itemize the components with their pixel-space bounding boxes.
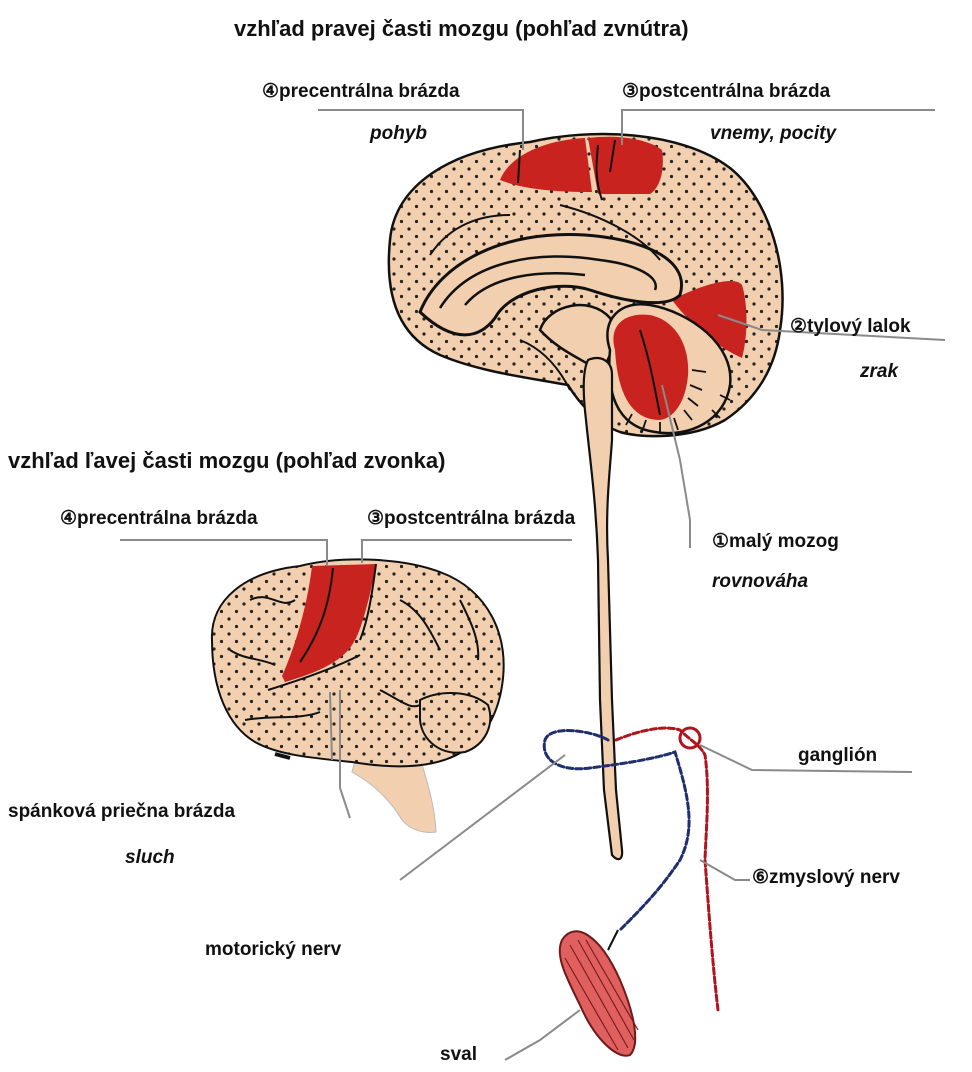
temporal-function: sluch <box>125 848 175 867</box>
muscle <box>560 930 638 1056</box>
occipital-function: zrak <box>860 362 898 381</box>
muscle-label: sval <box>440 1045 477 1064</box>
left-brain-lateral <box>212 559 504 832</box>
right-postcentral-area <box>588 137 663 194</box>
left-precentral-label: ④precentrálna brázda <box>60 509 258 528</box>
left-postcentral-label: ③postcentrálna brázda <box>367 509 575 528</box>
sensory-nerve-label: ⑥zmyslový nerv <box>752 868 900 887</box>
temporal-label: spánková priečna brázda <box>8 802 235 821</box>
right-precentral-function: pohyb <box>370 124 427 143</box>
occipital-label: ②tylový lalok <box>790 317 911 336</box>
cerebellum-function: rovnováha <box>712 572 808 591</box>
right-postcentral-label: ③postcentrálna brázda <box>622 82 830 101</box>
title-left-brain: vzhľad ľavej časti mozgu (pohľad zvonka) <box>8 450 445 472</box>
right-precentral-label: ④precentrálna brázda <box>262 82 460 101</box>
title-right-brain: vzhľad pravej časti mozgu (pohľad zvnútr… <box>234 18 689 40</box>
right-postcentral-function: vnemy, pocity <box>710 124 836 143</box>
sensory-nerve <box>616 728 718 1010</box>
motor-nerve-label: motorický nerv <box>205 940 341 959</box>
spinal-cord <box>584 358 623 859</box>
ganglion-label: ganglión <box>798 746 877 765</box>
cerebellum-label: ①malý mozog <box>712 532 839 551</box>
